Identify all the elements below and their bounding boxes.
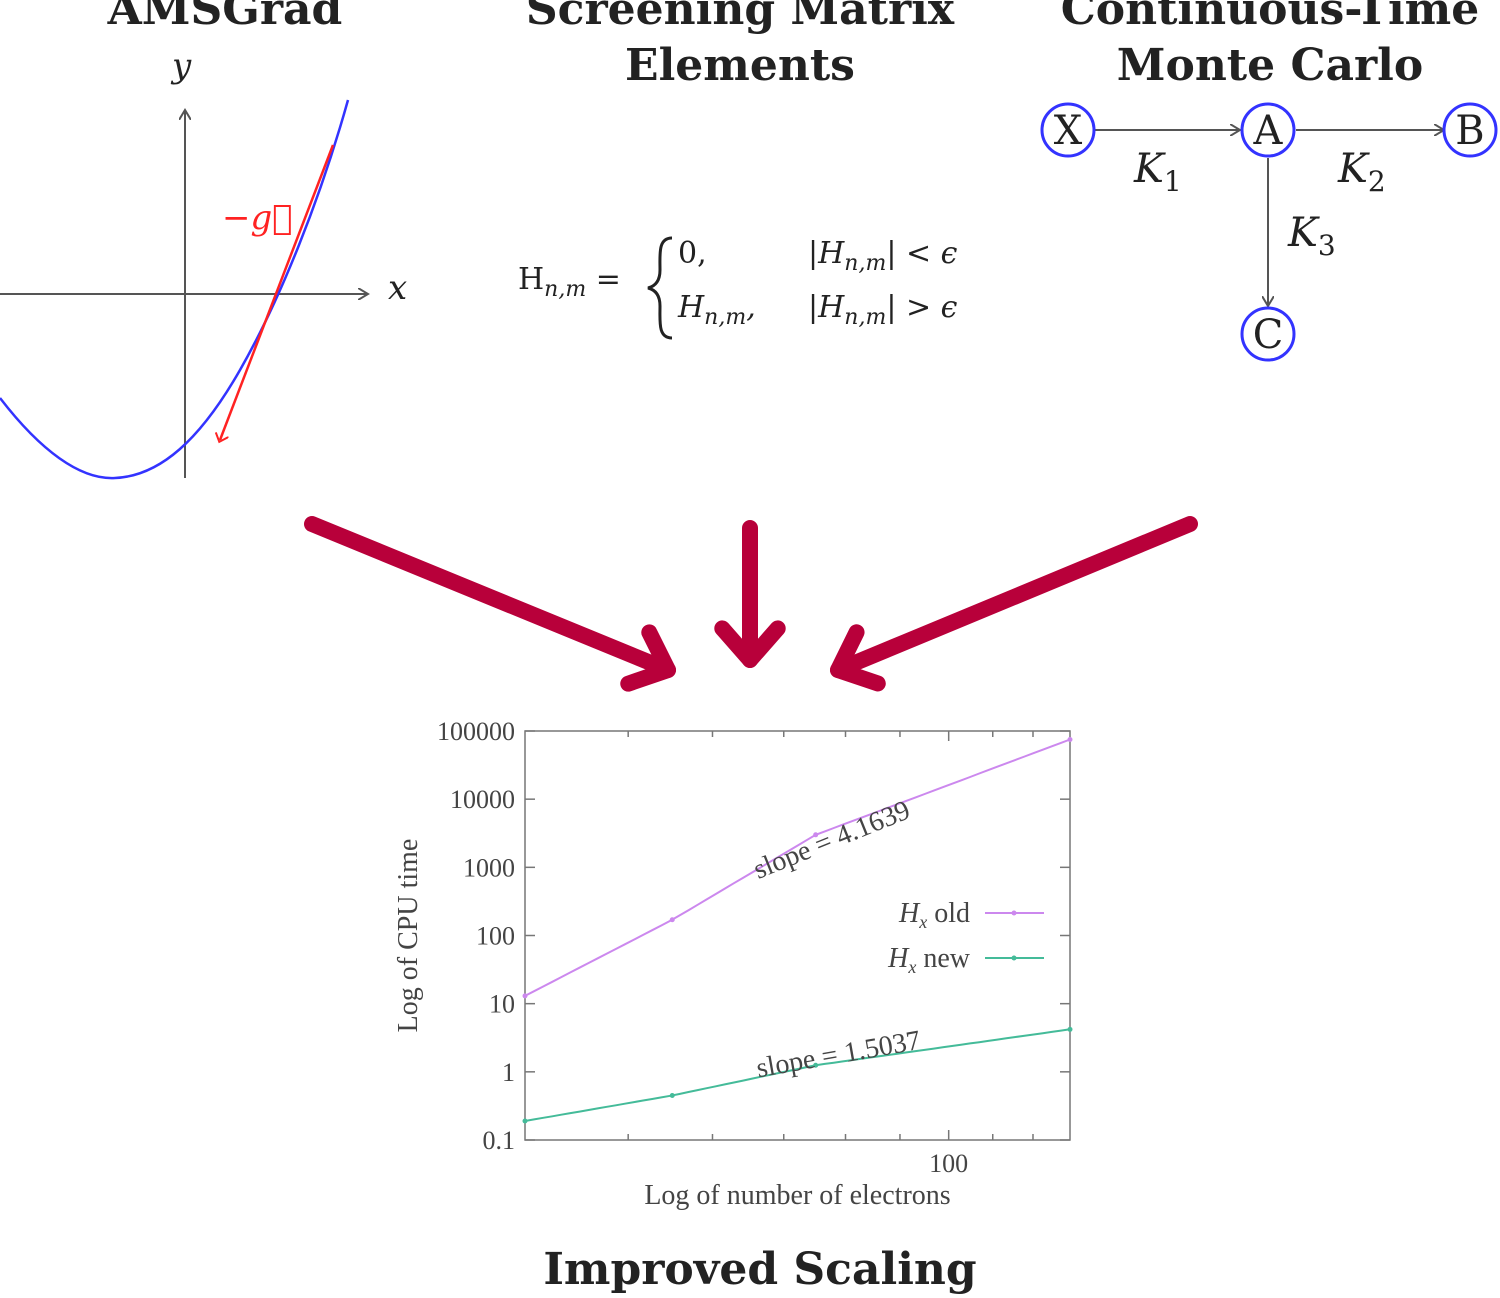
gradient-label: −g⃗ xyxy=(222,198,293,238)
arrow-middle xyxy=(714,520,786,668)
case1-value-text: 0, xyxy=(678,236,707,271)
lhs-symbol: H xyxy=(518,262,545,297)
case2-condition-rest: | > ϵ xyxy=(886,290,958,325)
case2-condition-sub: n,m xyxy=(844,305,887,330)
legend-marker xyxy=(1011,955,1017,961)
data-point xyxy=(669,1092,675,1098)
node-label: X xyxy=(1054,108,1083,154)
node-x: X xyxy=(1040,102,1096,158)
node-label: C xyxy=(1253,312,1284,358)
legend-label: Hx new xyxy=(887,943,971,977)
case2-value-text: H xyxy=(678,290,705,325)
k2-sub: 2 xyxy=(1367,165,1386,198)
case2-condition-text: |H xyxy=(808,290,845,325)
legend-entry: Hx new xyxy=(887,943,1044,977)
data-point xyxy=(522,993,528,999)
lhs-sub: n,m xyxy=(544,277,587,302)
negative-gradient-arrow xyxy=(220,144,335,440)
loss-curve xyxy=(0,99,350,480)
k1-sub: 1 xyxy=(1163,165,1182,198)
node-c: C xyxy=(1240,306,1296,362)
series-line-new xyxy=(524,1028,1071,1122)
edge-label-k3: K3 xyxy=(1288,210,1336,262)
node-b: B xyxy=(1442,102,1498,158)
k3-main: K xyxy=(1288,210,1318,256)
legend-label: Hx old xyxy=(898,898,970,932)
x-axis-title: Log of number of electrons xyxy=(644,1180,950,1211)
k1-main: K xyxy=(1134,146,1164,192)
case2-value-sub: n,m xyxy=(704,305,747,330)
case2-condition: |Hn,m| > ϵ xyxy=(808,290,957,330)
case1-condition-sub: n,m xyxy=(844,251,887,276)
y-tick-label: 10 xyxy=(489,990,515,1019)
left-brace xyxy=(647,236,673,340)
ctmc-title: Continuous-Time Monte Carlo xyxy=(1020,0,1500,94)
y-axis-label: y xyxy=(172,46,192,86)
case1-value: 0, xyxy=(678,236,707,271)
slope-annotation: slope = 4.1639 xyxy=(749,795,914,886)
case2-value-rest: , xyxy=(746,290,756,325)
ctmc-title-line2: Monte Carlo xyxy=(1116,40,1424,91)
data-point xyxy=(813,1062,819,1068)
arrow-left xyxy=(304,516,676,692)
legend-marker xyxy=(1011,910,1017,916)
case2-value: Hn,m, xyxy=(678,290,756,330)
x-axis-label: x xyxy=(388,268,408,308)
edge-label-k2: K2 xyxy=(1338,146,1386,198)
node-label: A xyxy=(1253,108,1284,154)
arrow-right xyxy=(830,516,1198,692)
x-tick-label: 100 xyxy=(929,1149,968,1178)
y-tick-label: 100 xyxy=(476,922,515,951)
y-axis-title: Log of CPU time xyxy=(393,839,424,1033)
screening-title: Screening Matrix Elements xyxy=(470,0,1010,94)
screening-lhs: Hn,m = xyxy=(518,262,621,302)
y-tick-label: 0.1 xyxy=(483,1126,516,1155)
edge-label-k1: K1 xyxy=(1134,146,1182,198)
case1-condition: |Hn,m| < ϵ xyxy=(808,236,957,276)
legend-entry: Hx old xyxy=(898,898,1044,932)
node-a: A xyxy=(1240,102,1296,158)
screening-title-line1: Screening Matrix xyxy=(525,0,955,35)
equals-sign: = xyxy=(595,262,621,297)
node-circle xyxy=(1240,306,1296,362)
case1-condition-text: |H xyxy=(808,236,845,271)
data-point xyxy=(1067,737,1073,743)
node-circle xyxy=(1040,102,1096,158)
plot-frame xyxy=(524,730,1071,1141)
y-tick-label: 100000 xyxy=(437,717,515,746)
data-point xyxy=(522,1118,528,1124)
ctmc-title-line1: Continuous-Time xyxy=(1060,0,1480,35)
screening-title-line2: Elements xyxy=(625,40,855,91)
node-circle xyxy=(1240,102,1296,158)
data-point xyxy=(813,832,819,838)
k3-sub: 3 xyxy=(1317,229,1336,262)
k2-main: K xyxy=(1338,146,1368,192)
y-tick-label: 10000 xyxy=(450,785,515,814)
case1-condition-rest: | < ϵ xyxy=(886,236,958,271)
data-point xyxy=(1067,1026,1073,1032)
data-point xyxy=(669,917,675,923)
slope-annotation: slope = 1.5037 xyxy=(754,1025,923,1084)
y-tick-label: 1000 xyxy=(463,853,515,882)
improved-scaling-title: Improved Scaling xyxy=(543,1244,977,1295)
y-tick-label: 1 xyxy=(502,1058,515,1087)
node-circle xyxy=(1442,102,1498,158)
series-line-old xyxy=(524,738,1071,997)
amsgrad-title: AMSGrad xyxy=(107,0,343,35)
node-label: B xyxy=(1455,108,1484,154)
